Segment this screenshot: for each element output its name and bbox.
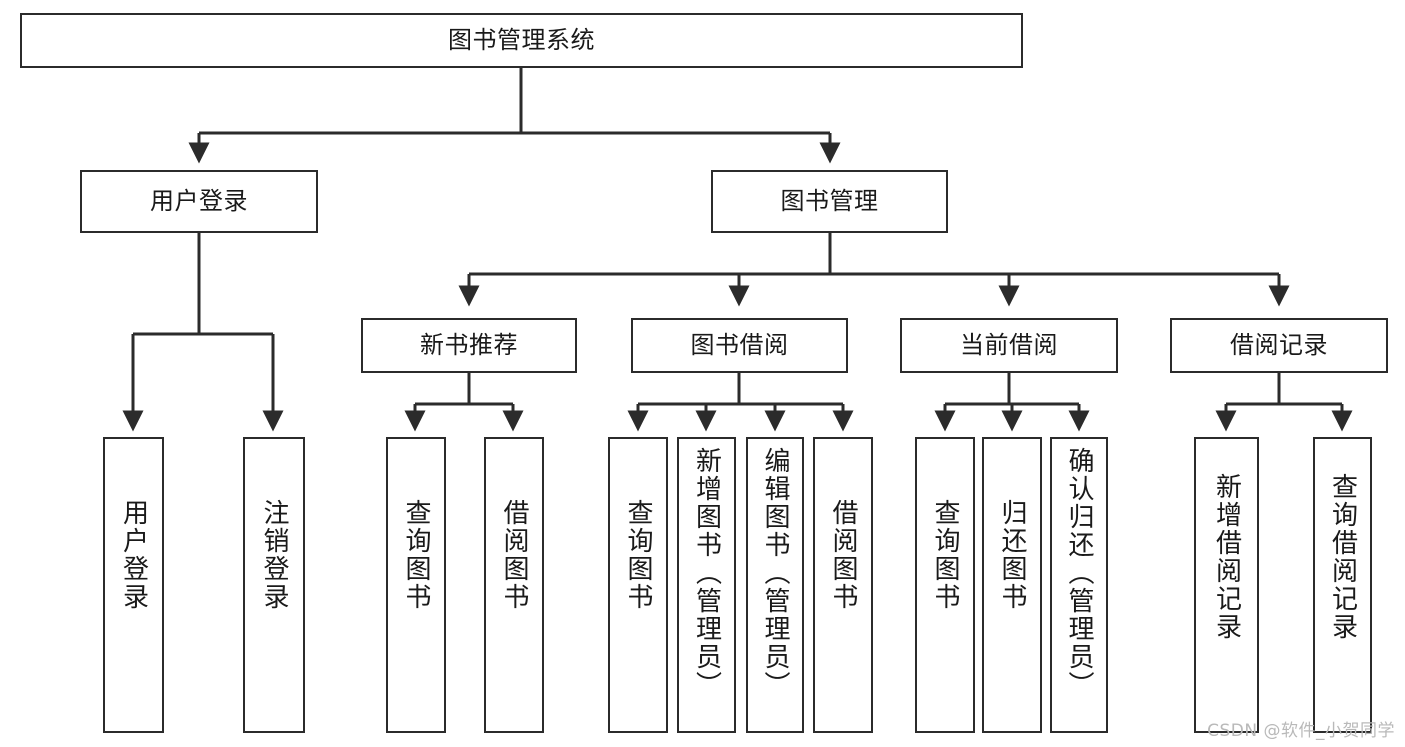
node-label: 注销登录 xyxy=(259,499,289,611)
leaf-logout[interactable]: 注销登录 xyxy=(243,437,305,733)
node-label: 归还图书 xyxy=(997,499,1027,611)
node-label: 查询图书 xyxy=(623,499,653,611)
node-root-system[interactable]: 图书管理系统 xyxy=(20,13,1023,68)
node-label: 用户登录 xyxy=(118,499,149,611)
node-label: 借阅图书 xyxy=(828,499,858,611)
leaf-query-book-borrow[interactable]: 查询图书 xyxy=(608,437,668,733)
leaf-add-book-admin[interactable]: 新增图书（管理员） xyxy=(677,437,736,733)
node-current-borrow[interactable]: 当前借阅 xyxy=(900,318,1118,373)
node-new-book-recommend[interactable]: 新书推荐 xyxy=(361,318,577,373)
node-label: 新书推荐 xyxy=(420,331,518,360)
leaf-edit-book-admin[interactable]: 编辑图书（管理员） xyxy=(746,437,804,733)
node-label: 图书借阅 xyxy=(690,331,789,360)
node-book-management[interactable]: 图书管理 xyxy=(711,170,948,233)
node-label: 图书管理系统 xyxy=(448,26,595,55)
leaf-query-borrow-record[interactable]: 查询借阅记录 xyxy=(1313,437,1372,733)
watermark: CSDN @软件_小贺同学 xyxy=(1207,721,1395,741)
node-label: 查询图书 xyxy=(930,499,960,611)
node-user-login[interactable]: 用户登录 xyxy=(80,170,318,233)
node-label: 编辑图书（管理员） xyxy=(760,447,790,699)
node-label: 新增借阅记录 xyxy=(1211,473,1242,641)
leaf-borrow-book[interactable]: 借阅图书 xyxy=(813,437,873,733)
leaf-add-borrow-record[interactable]: 新增借阅记录 xyxy=(1194,437,1259,733)
leaf-user-login[interactable]: 用户登录 xyxy=(103,437,164,733)
node-label: 当前借阅 xyxy=(960,331,1058,360)
node-book-borrow[interactable]: 图书借阅 xyxy=(631,318,848,373)
node-label: 查询借阅记录 xyxy=(1327,473,1358,641)
node-label: 确认归还（管理员） xyxy=(1064,447,1094,699)
node-label: 借阅图书 xyxy=(499,499,529,611)
leaf-query-book-current[interactable]: 查询图书 xyxy=(915,437,975,733)
node-label: 新增图书（管理员） xyxy=(691,447,722,699)
node-label: 图书管理 xyxy=(780,187,879,216)
leaf-query-book-recommend[interactable]: 查询图书 xyxy=(386,437,446,733)
node-label: 查询图书 xyxy=(401,499,431,611)
node-label: 借阅记录 xyxy=(1230,331,1328,360)
leaf-return-book[interactable]: 归还图书 xyxy=(982,437,1042,733)
node-label: 用户登录 xyxy=(150,187,248,216)
leaf-borrow-book-recommend[interactable]: 借阅图书 xyxy=(484,437,544,733)
node-borrow-records[interactable]: 借阅记录 xyxy=(1170,318,1388,373)
leaf-confirm-return-admin[interactable]: 确认归还（管理员） xyxy=(1050,437,1108,733)
